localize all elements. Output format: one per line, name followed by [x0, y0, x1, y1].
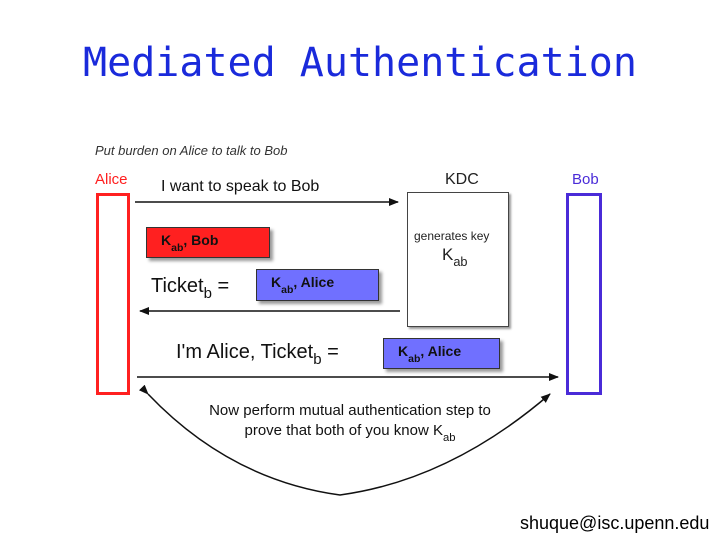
page-title: Mediated Authentication — [83, 40, 637, 86]
key-bob-badge: Kab, Bob — [146, 227, 270, 258]
footer-email: shuque@isc.upenn.edu — [520, 513, 710, 533]
ticket-badge-1: Kab, Alice — [256, 269, 379, 301]
bob-lifeline — [566, 193, 602, 395]
bob-label: Bob — [572, 171, 599, 188]
alice-lifeline — [96, 193, 130, 395]
diagram-subtitle: Put burden on Alice to talk to Bob — [95, 143, 288, 158]
ticket-label-1: Ticketb = — [151, 275, 230, 302]
mutual-auth-note: Now perform mutual authentication step t… — [209, 402, 491, 444]
kdc-box: generates key Kab — [407, 192, 509, 327]
ticket-badge-2: Kab, Alice — [383, 338, 500, 369]
alice-label: Alice — [95, 171, 128, 188]
kdc-generates-text: generates key — [414, 229, 490, 243]
kdc-label: KDC — [445, 171, 479, 188]
ticket-label-2: I'm Alice, Ticketb = — [176, 341, 339, 368]
kdc-key-text: Kab — [442, 245, 468, 269]
message-request: I want to speak to Bob — [161, 178, 320, 195]
arrow-mutual-auth — [138, 384, 551, 496]
